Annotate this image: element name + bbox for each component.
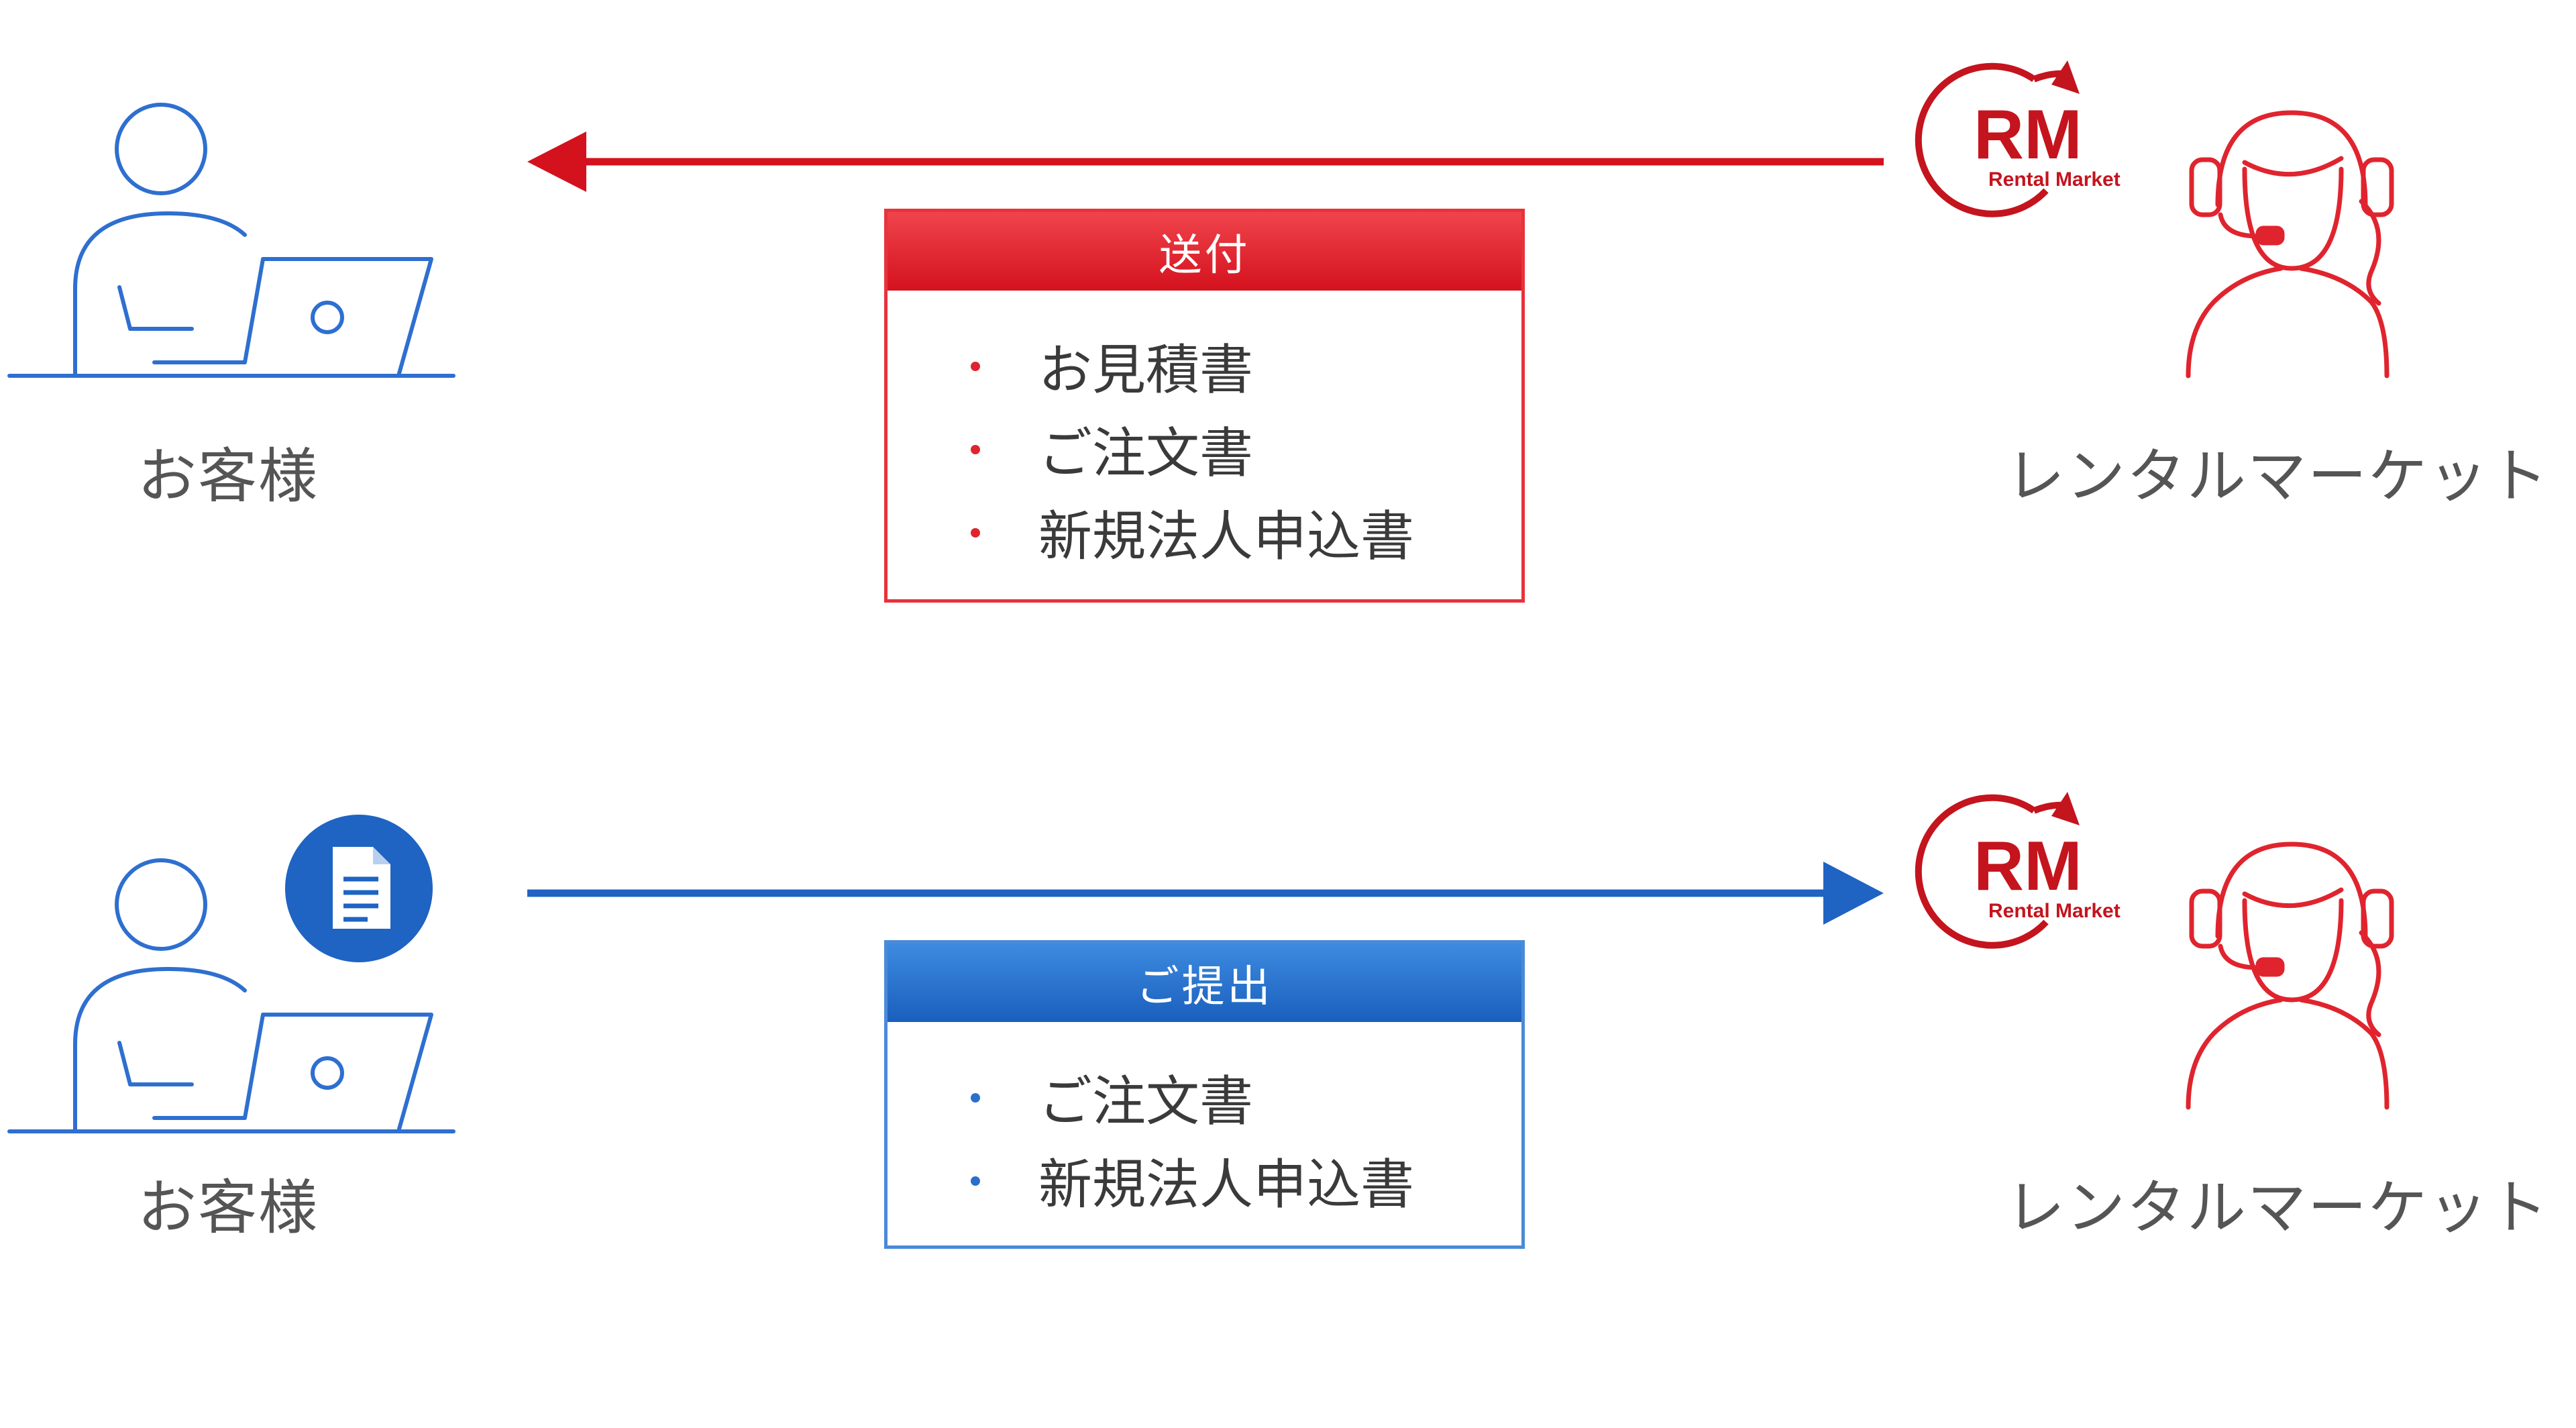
customer-label: お客様	[138, 442, 319, 511]
list-item-text: 新規法人申込書	[1038, 505, 1414, 568]
bullet-icon	[971, 528, 980, 538]
list-item-text: お見積書	[1038, 339, 1253, 401]
customer-label: お客様	[138, 1173, 319, 1242]
list-item: 新規法人申込書	[888, 491, 1521, 574]
list-item-text: ご注文書	[1038, 1070, 1253, 1133]
bullet-icon	[971, 1176, 980, 1186]
customer-at-laptop-icon	[7, 858, 455, 1133]
send-arrow	[527, 132, 1884, 192]
send-box-title: 送付	[888, 212, 1521, 291]
bullet-icon	[971, 445, 980, 454]
rental-market-logo: RM Rental Market	[1915, 792, 2121, 949]
list-item-text: ご注文書	[1038, 422, 1253, 484]
list-item: ご注文書	[888, 407, 1521, 491]
list-item: ご注文書	[888, 1056, 1521, 1139]
vendor-label: レンタルマーケット	[2006, 442, 2550, 511]
send-documents-box: 送付 お見積書 ご注文書 新規法人申込書	[884, 209, 1525, 603]
operator-headset-icon	[2186, 842, 2394, 1110]
bullet-icon	[971, 1093, 980, 1103]
operator-headset-icon	[2186, 110, 2394, 378]
customer-at-laptop-icon	[7, 103, 455, 378]
list-item: お見積書	[888, 324, 1521, 407]
submit-documents-box: ご提出 ご注文書 新規法人申込書	[884, 940, 1525, 1249]
submit-arrow	[527, 862, 1884, 925]
list-item: 新規法人申込書	[888, 1139, 1521, 1222]
submit-documents-list: ご注文書 新規法人申込書	[888, 1022, 1521, 1222]
submit-box-title: ご提出	[888, 944, 1521, 1022]
send-documents-list: お見積書 ご注文書 新規法人申込書	[888, 291, 1521, 574]
list-item-text: 新規法人申込書	[1038, 1154, 1414, 1216]
logo-mark: RM	[1974, 96, 2082, 174]
logo-mark: RM	[1974, 827, 2082, 905]
document-badge-icon	[285, 815, 433, 962]
rental-market-logo: RM Rental Market	[1915, 60, 2121, 217]
bullet-icon	[971, 362, 980, 371]
logo-subtext: Rental Market	[1988, 168, 2121, 191]
logo-subtext: Rental Market	[1988, 900, 2121, 922]
vendor-label: レンタルマーケット	[2006, 1173, 2550, 1242]
